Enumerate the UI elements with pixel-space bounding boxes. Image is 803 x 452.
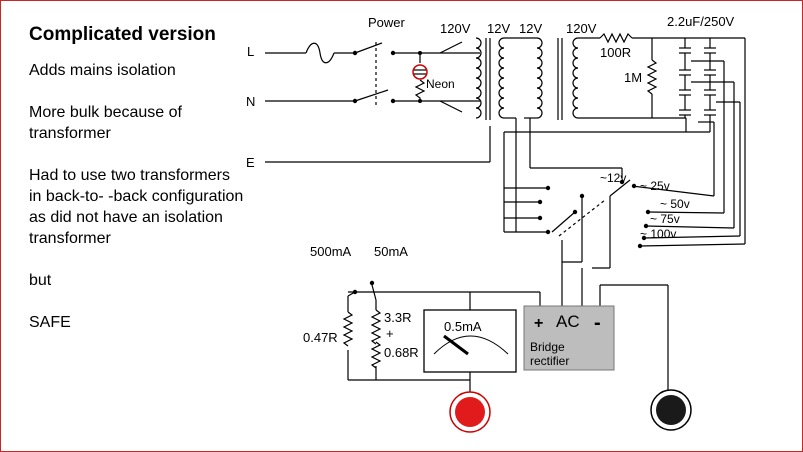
capacitor-bank bbox=[679, 37, 746, 244]
note-two-transformers: Had to use two transformers in back-to- … bbox=[29, 167, 244, 247]
label-range-25v: ~ 25v bbox=[640, 179, 670, 193]
transformer-1 bbox=[475, 37, 505, 120]
note-but: but bbox=[29, 272, 52, 289]
positive-terminal[interactable] bbox=[449, 391, 491, 433]
range-selector bbox=[504, 179, 746, 269]
notes-panel: Complicated version Adds mains isolation… bbox=[29, 23, 244, 354]
transformer-links bbox=[503, 32, 687, 232]
note-bulk: More bulk because of transformer bbox=[29, 104, 182, 142]
label-bridge-line1: Bridge bbox=[530, 340, 565, 354]
neon-lamp bbox=[412, 64, 428, 80]
label-shunt-047r: 0.47R bbox=[303, 330, 338, 345]
slide-title: Complicated version bbox=[29, 24, 216, 45]
transformer-2 bbox=[536, 37, 579, 120]
label-range-75v: ~ 75v bbox=[650, 212, 680, 226]
junction-dots bbox=[352, 50, 651, 295]
label-primary-2: 120V bbox=[566, 21, 597, 36]
label-bridge-minus: - bbox=[594, 312, 601, 334]
label-earth: E bbox=[246, 155, 255, 170]
label-neutral: N bbox=[246, 94, 255, 109]
label-range-12v: ~12v bbox=[600, 171, 626, 185]
label-bridge-plus: + bbox=[534, 315, 543, 332]
label-meter: 0.5mA bbox=[444, 319, 482, 334]
label-secondary-2: 12V bbox=[519, 21, 542, 36]
label-resistor-1m: 1M bbox=[624, 70, 642, 85]
meter bbox=[423, 309, 517, 373]
label-neon: Neon bbox=[426, 77, 455, 91]
label-primary-1: 120V bbox=[440, 21, 471, 36]
label-bridge-ac: AC bbox=[556, 312, 580, 331]
bridge-rectifier bbox=[523, 305, 615, 371]
label-live: L bbox=[247, 44, 254, 59]
label-power: Power bbox=[368, 15, 406, 30]
label-secondary-1: 12V bbox=[487, 21, 510, 36]
label-shunt-33r: 3.3R bbox=[384, 310, 411, 325]
note-isolation: Adds mains isolation bbox=[29, 62, 176, 79]
label-500ma: 500mA bbox=[310, 244, 352, 259]
label-shunt-068r: 0.68R bbox=[384, 345, 419, 360]
negative-terminal[interactable] bbox=[650, 389, 692, 431]
label-range-100v: ~ 100v bbox=[640, 227, 676, 241]
label-range-50v: ~ 50v bbox=[660, 197, 690, 211]
note-safe: SAFE bbox=[29, 314, 71, 331]
label-resistor-100r: 100R bbox=[600, 45, 631, 60]
mains-wiring bbox=[265, 41, 491, 163]
label-50ma: 50mA bbox=[374, 244, 408, 259]
label-shunt-plus: + bbox=[386, 326, 394, 341]
label-bridge-line2: rectifier bbox=[530, 354, 569, 368]
output-wiring bbox=[342, 262, 669, 392]
label-capacitor: 2.2uF/250V bbox=[667, 14, 735, 29]
